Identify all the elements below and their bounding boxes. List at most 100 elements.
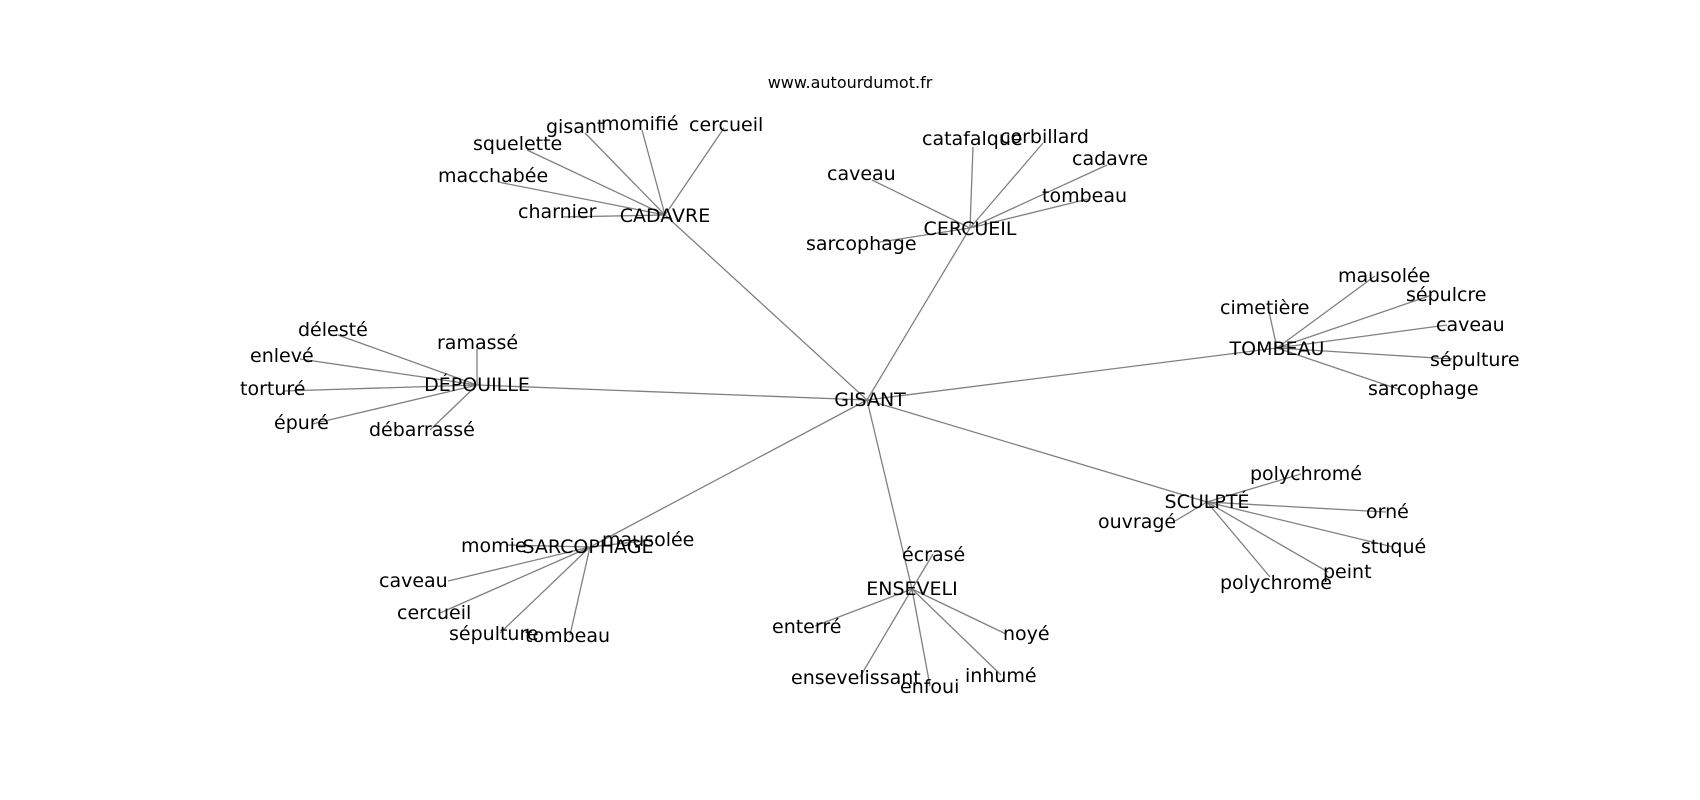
leaf-node-momie: momie xyxy=(461,535,527,557)
edge-tombeau-mausolee1 xyxy=(1276,275,1376,349)
edge-enseveli-enterre xyxy=(814,588,913,627)
leaf-node-cercueil1: cercueil xyxy=(689,114,763,136)
leaf-node-charnier: charnier xyxy=(518,201,597,223)
edge-depouille-enleve xyxy=(299,358,478,386)
leaf-node-corbillard: corbillard xyxy=(1000,126,1089,148)
leaf-node-torture: torturé xyxy=(240,378,305,400)
leaf-node-sarcophage1: sarcophage xyxy=(806,233,917,255)
edge-sarcophage-caveau3 xyxy=(447,546,591,582)
leaf-node-deleste: délesté xyxy=(298,319,368,341)
edge-cercueil-tombeau1 xyxy=(969,198,1089,229)
leaf-node-caveau3: caveau xyxy=(379,570,448,592)
edge-depouille-deleste xyxy=(337,334,478,386)
leaf-node-noye: noyé xyxy=(1003,623,1050,645)
leaf-node-epure: épuré xyxy=(274,412,329,434)
edge-sarcophage-tombeau2 xyxy=(569,546,591,636)
edge-sarcophage-momie xyxy=(505,544,591,548)
edge-sarcophage-sepulture2 xyxy=(499,546,591,634)
edge-tombeau-sepulture1 xyxy=(1276,347,1453,360)
edge-cadavre-macchabee xyxy=(497,181,666,216)
edge-cadavre-cercueil1 xyxy=(664,127,725,216)
edge-sculpte-polychrome xyxy=(1206,501,1271,578)
edge-enseveli-noye xyxy=(911,588,1007,635)
leaf-node-mausolee1: mausolée xyxy=(1338,265,1430,287)
leaf-node-sepulcre: sépulcre xyxy=(1406,284,1487,306)
edge-tombeau-cimetiere xyxy=(1267,306,1278,349)
edge-gisant-cadavre xyxy=(664,214,868,401)
leaf-node-enfoui: enfoui xyxy=(900,676,959,698)
edge-enseveli-enfoui xyxy=(911,588,931,687)
edge-sarcophage-cercueil2 xyxy=(439,546,591,614)
edge-cercueil-corbillard xyxy=(969,142,1044,229)
edge-cercueil-caveau1 xyxy=(871,179,971,229)
edge-gisant-tombeau xyxy=(866,347,1278,401)
leaf-node-momifie: momifié xyxy=(601,113,679,135)
edges-layer xyxy=(282,127,1453,687)
edge-gisant-depouille xyxy=(476,384,868,401)
leaf-node-polychrome: polychrome xyxy=(1220,572,1332,594)
leaf-node-ramasse: ramassé xyxy=(437,332,518,354)
leaf-node-ecrase: écrasé xyxy=(902,544,965,566)
edge-tombeau-sepulcre xyxy=(1276,294,1433,349)
edge-tombeau-caveau2 xyxy=(1276,324,1448,349)
edge-cercueil-cadavre2 xyxy=(969,164,1108,229)
leaf-node-stuque: stuqué xyxy=(1361,536,1426,558)
leaf-node-orne: orné xyxy=(1366,501,1409,523)
leaf-node-squelette: squelette xyxy=(473,133,562,155)
edge-sculpte-stuque xyxy=(1206,501,1394,548)
leaf-node-polychrome_acc: polychromé xyxy=(1250,463,1362,485)
edge-tombeau-sarcophage2 xyxy=(1276,347,1399,390)
leaf-node-sepulture2: sépulture xyxy=(449,623,539,645)
edge-enseveli-ecrase xyxy=(911,553,934,590)
edge-depouille-epure xyxy=(311,384,478,425)
edge-cercueil-sarcophage1 xyxy=(879,227,971,243)
edge-depouille-torture xyxy=(282,384,478,392)
leaf-node-cercueil2: cercueil xyxy=(397,602,471,624)
edge-gisant-sculpte xyxy=(866,399,1208,503)
leaf-node-enterre: enterré xyxy=(772,616,841,638)
edge-cadavre-momifie xyxy=(641,129,666,216)
hub-node-enseveli: ENSEVELI xyxy=(866,578,957,600)
leaf-node-sarcophage2: sarcophage xyxy=(1368,378,1479,400)
edge-sculpte-orne xyxy=(1206,501,1387,513)
leaf-node-tombeau2: tombeau xyxy=(525,625,610,647)
leaf-node-caveau2: caveau xyxy=(1436,314,1505,336)
leaf-node-tombeau1: tombeau xyxy=(1042,185,1127,207)
hub-node-sculpte: SCULPTÉ xyxy=(1165,490,1250,513)
leaf-node-gisant2: gisant xyxy=(546,116,604,138)
edge-sculpte-polychrome_acc xyxy=(1206,473,1302,503)
hub-node-tombeau: TOMBEAU xyxy=(1229,338,1325,360)
edge-cadavre-squelette xyxy=(526,149,666,216)
center-node-label: GISANT xyxy=(834,389,906,411)
leaf-node-macchabee: macchabée xyxy=(438,165,548,187)
edge-sarcophage-mausolee2 xyxy=(589,539,653,548)
leaf-node-mausolee2: mausolée xyxy=(602,529,694,551)
edge-enseveli-ensevelissant xyxy=(859,588,913,678)
edge-gisant-cercueil xyxy=(866,227,971,401)
edge-cercueil-catafalque xyxy=(969,146,974,229)
edge-cadavre-charnier xyxy=(561,214,666,218)
edge-cadavre-gisant2 xyxy=(584,132,666,216)
hub-node-cadavre: CADAVRE xyxy=(620,205,711,227)
leaf-node-cadavre2: cadavre xyxy=(1072,148,1148,170)
edge-gisant-sarcophage xyxy=(589,399,868,548)
leaf-node-caveau1: caveau xyxy=(827,163,896,185)
edge-gisant-enseveli xyxy=(866,399,913,590)
leaf-node-enleve: enlevé xyxy=(250,345,314,367)
leaf-node-ouvrage: ouvragé xyxy=(1098,511,1176,533)
leaf-node-cimetiere: cimetière xyxy=(1220,297,1309,319)
leaf-node-catafalque: catafalque xyxy=(922,128,1023,150)
leaf-node-ensevelissant: ensevelissant xyxy=(791,667,921,689)
leaf-node-sepulture1: sépulture xyxy=(1430,349,1520,371)
leaf-node-debarrasse: débarrassé xyxy=(369,419,475,441)
hub-node-sarcophage: SARCOPHAGE xyxy=(522,536,653,558)
hub-node-depouille: DÉPOUILLE xyxy=(424,373,530,396)
hub-node-cercueil: CERCUEIL xyxy=(924,218,1017,240)
source-watermark: www.autourdumot.fr xyxy=(768,73,933,92)
edge-depouille-debarrasse xyxy=(429,384,478,431)
leaf-node-inhume: inhumé xyxy=(965,665,1037,687)
edge-enseveli-inhume xyxy=(911,588,1002,676)
edge-sculpte-peint xyxy=(1206,501,1329,573)
